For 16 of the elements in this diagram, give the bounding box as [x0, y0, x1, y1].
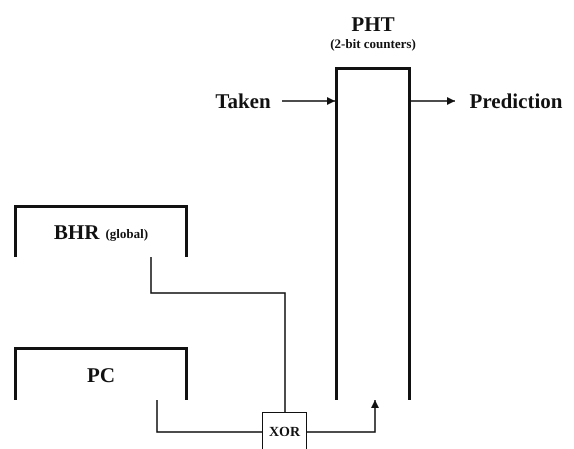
connector-line [150, 257, 286, 412]
xor-gate-box [262, 412, 307, 449]
arrow [411, 97, 455, 105]
node-sublabel: (global) [105, 225, 148, 242]
table-subtitle: (2-bit counters) [330, 36, 416, 52]
register-box [14, 205, 188, 257]
node-label: XOR [268, 424, 300, 440]
connector-line [156, 400, 262, 433]
arrow [307, 400, 379, 433]
node-label: BHR [54, 220, 100, 245]
table-title: PHT [351, 12, 395, 37]
node-label: Taken [215, 88, 271, 114]
arrow [282, 97, 335, 105]
node-label: Prediction [470, 88, 562, 114]
node-label: PC [87, 362, 115, 388]
register-box [14, 347, 188, 400]
